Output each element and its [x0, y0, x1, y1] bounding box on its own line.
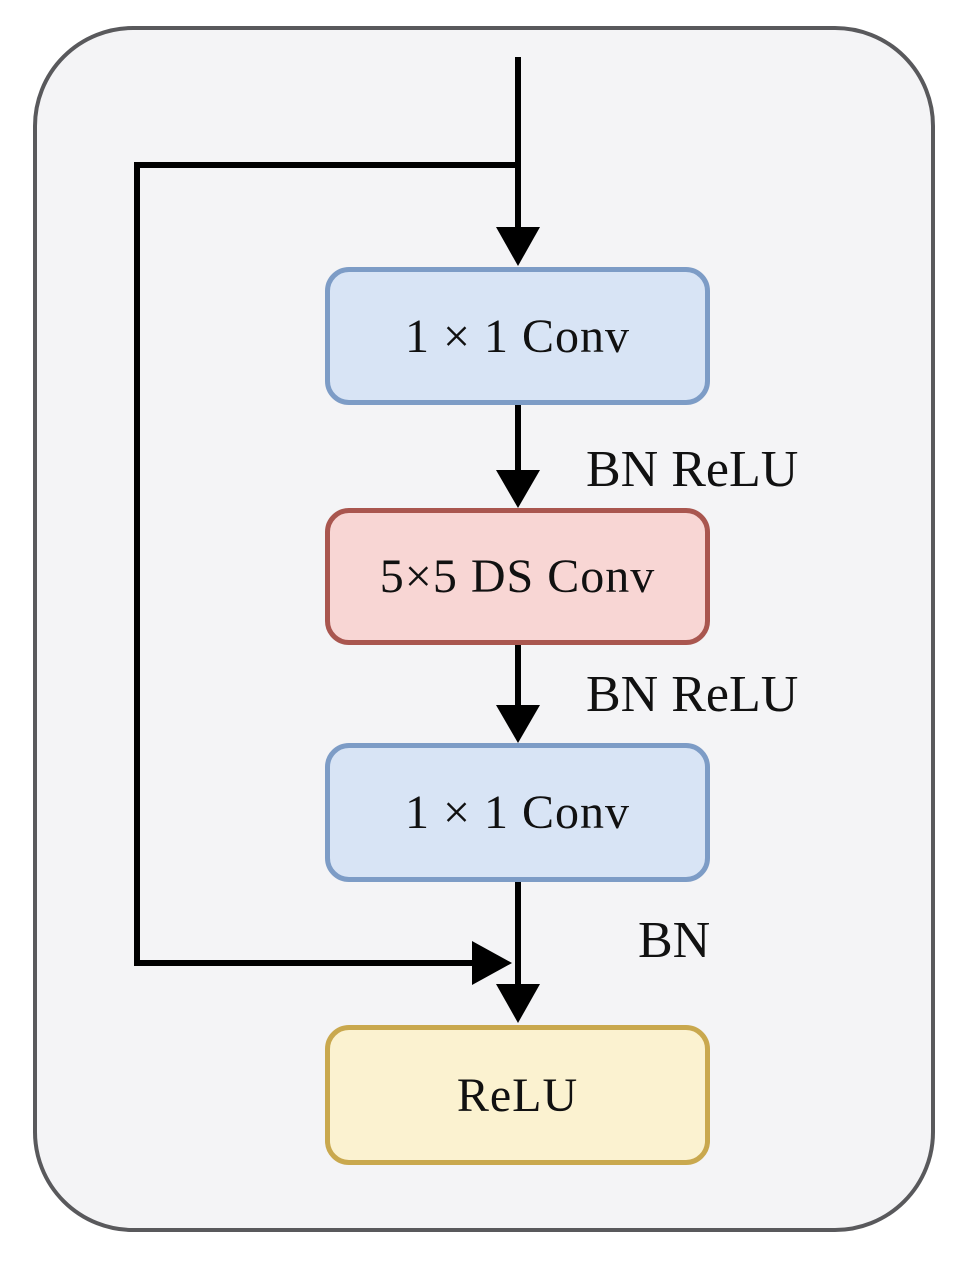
node-relu: ReLU [325, 1025, 710, 1165]
node-relu-label: ReLU [456, 1068, 579, 1122]
edge-label-bn-relu-2: BN ReLU [586, 666, 799, 723]
node-dsconv: 5×5 DS Conv [325, 508, 710, 645]
skip-connection-line [134, 162, 518, 966]
edge-conv2-relu-arrowhead-icon [496, 984, 540, 1023]
node-dsconv-label: 5×5 DS Conv [379, 550, 656, 603]
edge-label-bn: BN [638, 912, 711, 969]
node-conv1: 1 × 1 Conv [325, 267, 710, 405]
node-conv1-label: 1 × 1 Conv [404, 309, 631, 363]
edge-label-bn-relu-1: BN ReLU [586, 441, 799, 498]
edge-conv1-dsconv-arrowhead-icon [496, 470, 540, 508]
node-conv2: 1 × 1 Conv [325, 743, 710, 882]
skip-connection-arrowhead-icon [472, 941, 512, 985]
edge-dsconv-conv2-arrowhead-icon [496, 705, 540, 743]
input-arrowhead-icon [496, 227, 540, 266]
node-conv2-label: 1 × 1 Conv [404, 786, 631, 839]
